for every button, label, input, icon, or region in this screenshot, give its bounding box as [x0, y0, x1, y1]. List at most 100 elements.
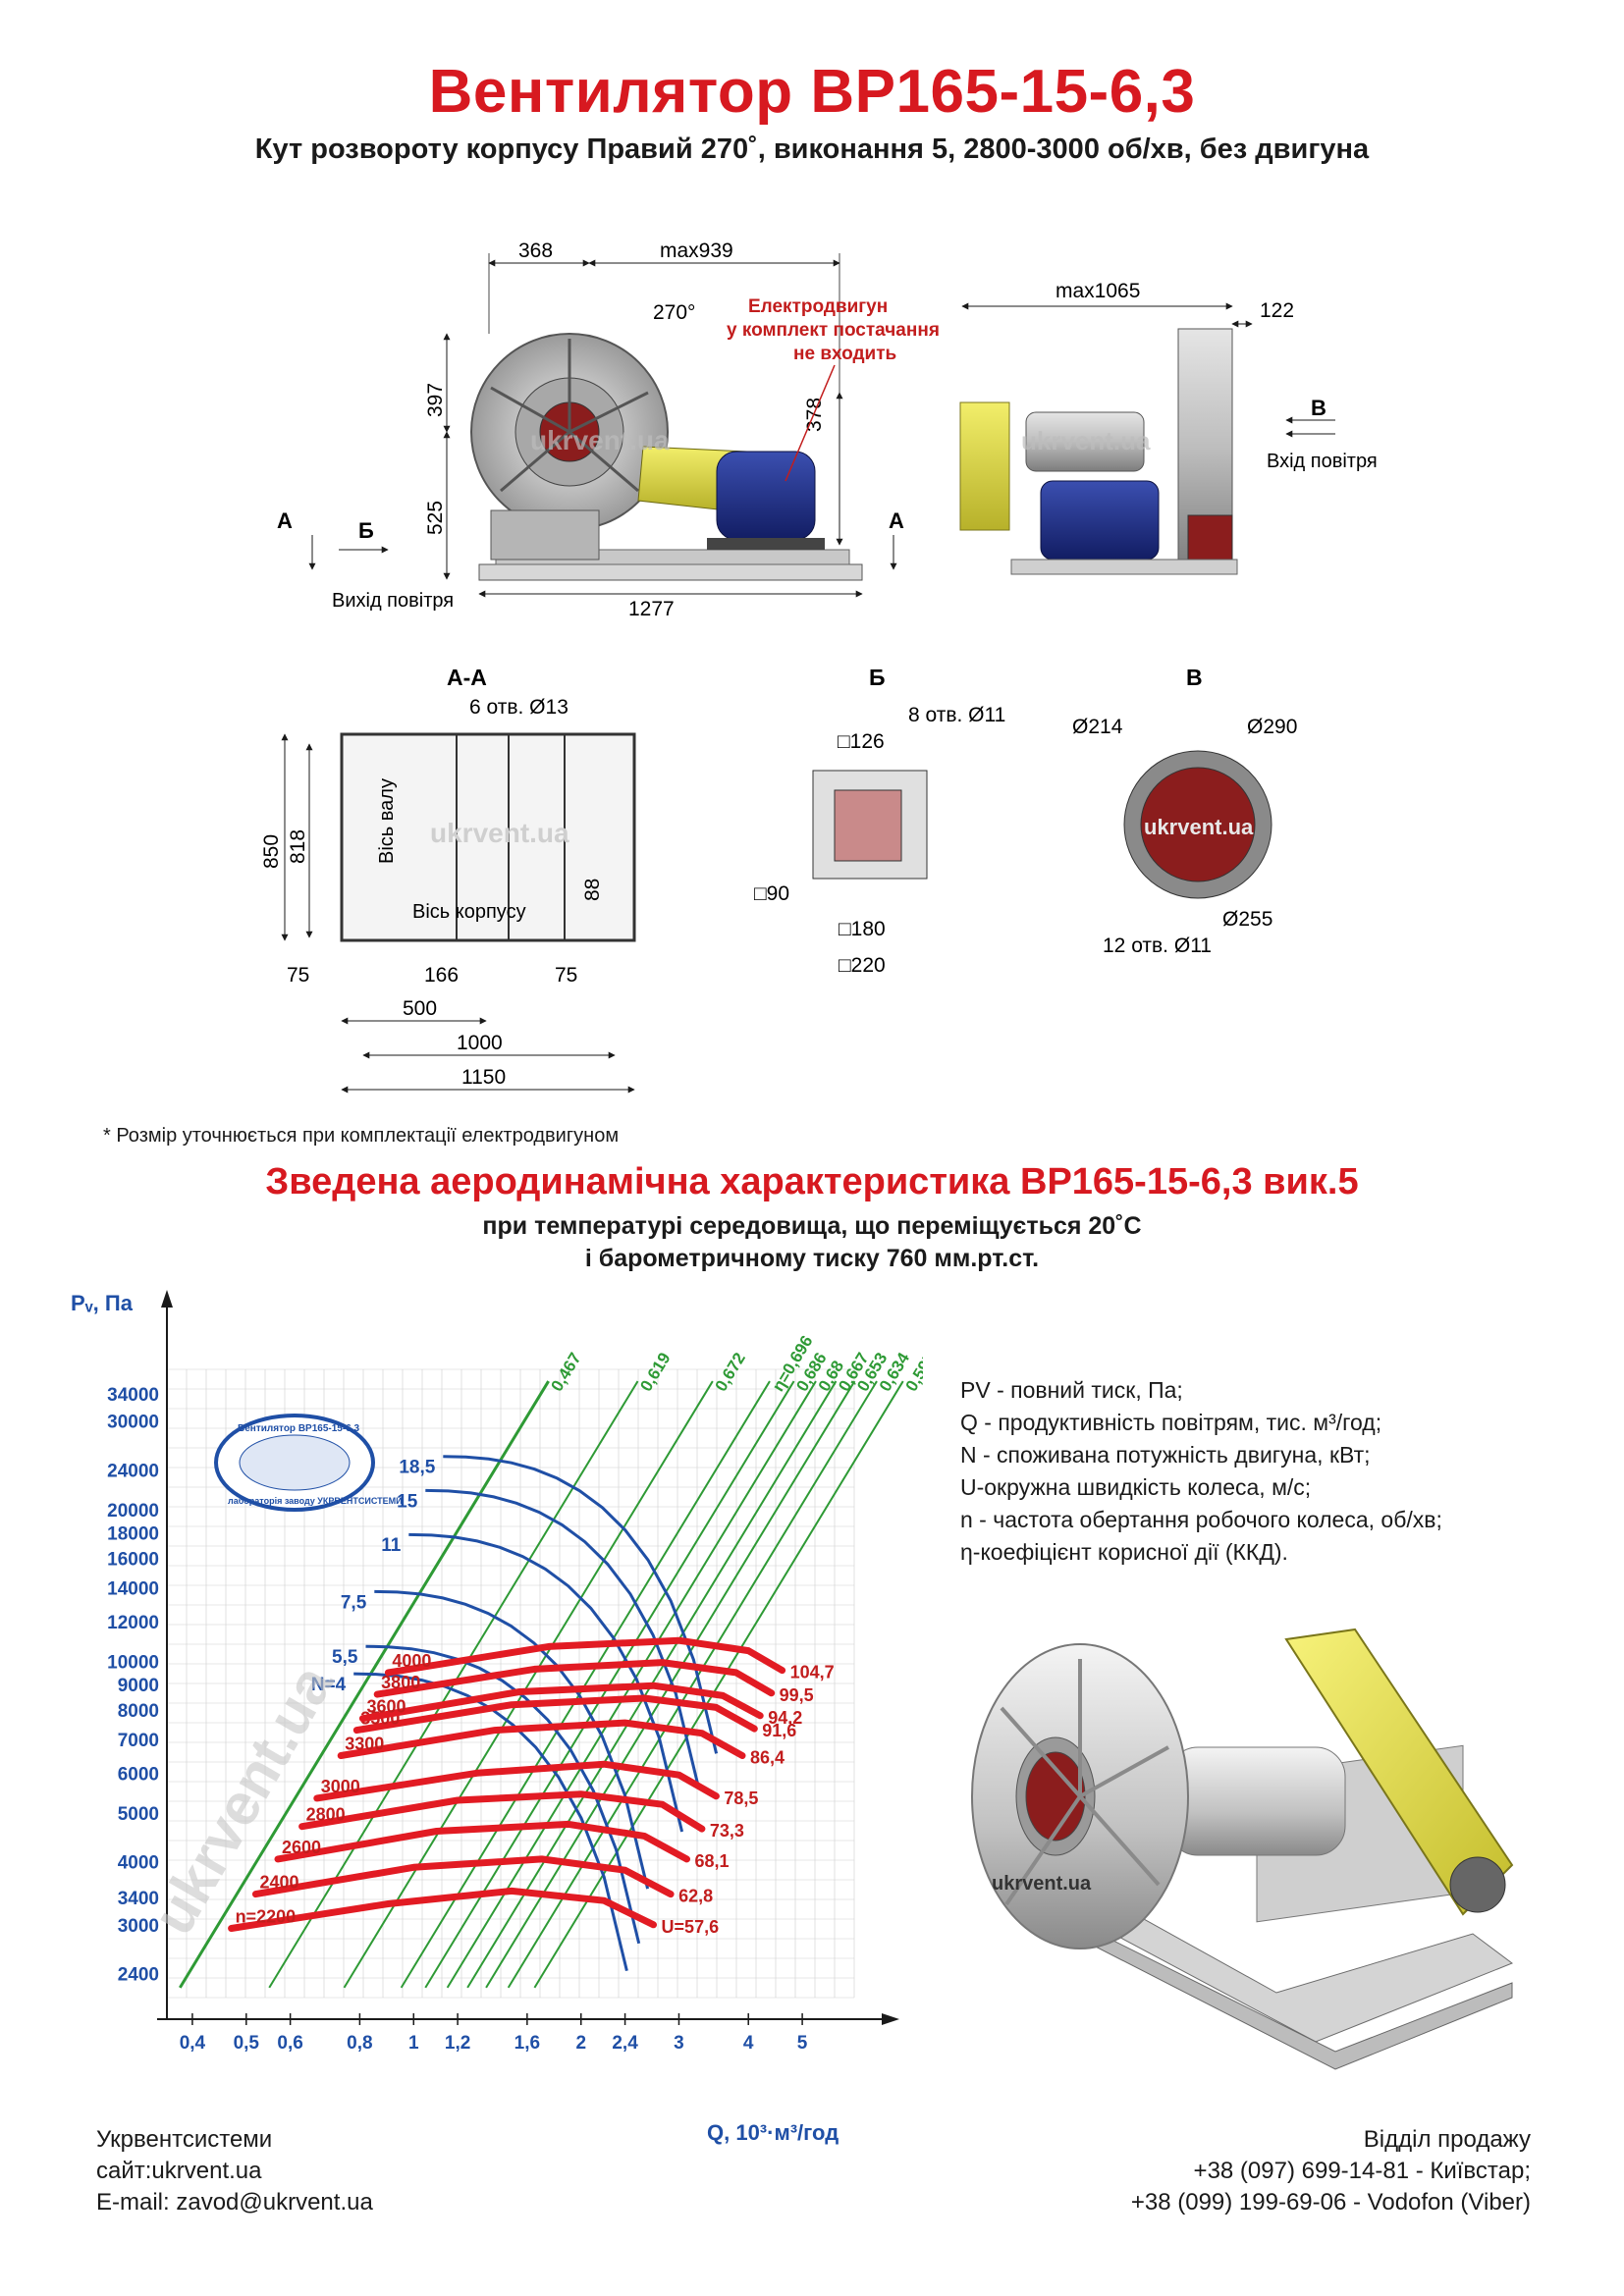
dim-500: 500 — [403, 997, 437, 1020]
y-tick-label: 18000 — [107, 1524, 159, 1545]
x-tick-label: 2 — [575, 2033, 586, 2054]
tip-speed-label: 99,5 — [780, 1685, 814, 1705]
section-aa-title: А-А — [447, 665, 487, 690]
page-subtitle: Кут розвороту корпусу Правий 270˚, викон… — [254, 133, 1370, 165]
tip-speed-label: 91,6 — [762, 1721, 796, 1740]
y-tick-label: 3400 — [118, 1889, 159, 1909]
efficiency-line — [179, 1380, 550, 1989]
speed-curve — [313, 1760, 720, 1802]
speed-curve — [251, 1855, 675, 1898]
d290-label: Ø290 — [1247, 716, 1297, 738]
y-axis-label: Pᵥ, Па — [71, 1291, 134, 1315]
sales-phone-2[interactable]: +38 (099) 199-69-06 - Vodofon (Viber) — [1130, 2189, 1531, 2216]
speed-label: 3600 — [366, 1697, 406, 1717]
power-label: N=4 — [311, 1675, 347, 1695]
base-frame — [478, 563, 863, 581]
dim-90: □90 — [754, 882, 789, 905]
efficiency-line — [400, 1380, 771, 1989]
x-tick-label: 0,6 — [277, 2033, 302, 2054]
dim-368: 368 — [518, 240, 553, 262]
speed-curve — [228, 1887, 657, 1932]
tip-speed-label: 68,1 — [695, 1851, 730, 1871]
dim-818: 818 — [287, 829, 309, 864]
page-title: Вентилятор ВР165-15-6,3 — [428, 58, 1196, 126]
legend-item: n - частота обертання робочого колеса, о… — [960, 1507, 1442, 1532]
legend-item: N - споживана потужність двигуна, кВт; — [960, 1442, 1371, 1468]
inlet-label: Вхід повітря — [1267, 451, 1378, 472]
power-label: 5,5 — [332, 1647, 358, 1668]
speed-label: 4000 — [392, 1651, 431, 1671]
y-tick-label: 30000 — [107, 1413, 159, 1433]
dim-max939: max939 — [660, 240, 733, 262]
speed-label: 3000 — [321, 1777, 360, 1796]
angle-label: 270° — [653, 301, 695, 324]
dim-75-right: 75 — [555, 964, 577, 987]
power-curve — [443, 1455, 719, 1754]
y-tick-label: 9000 — [118, 1676, 159, 1696]
y-tick-label: 4000 — [118, 1853, 159, 1874]
power-label: 11 — [381, 1535, 402, 1556]
y-axis-arrow — [161, 1290, 173, 1308]
tip-speed-label: 73,3 — [710, 1821, 744, 1841]
power-label: 18,5 — [399, 1458, 435, 1478]
efficiency-line — [343, 1380, 714, 1989]
y-tick-label: 7000 — [118, 1731, 159, 1751]
fan-3d-render: ukrvent.ua — [971, 1628, 1514, 2070]
y-tick-label: 24000 — [107, 1461, 159, 1481]
frame-plan — [340, 732, 636, 942]
y-tick-label: 12000 — [107, 1613, 159, 1633]
x-tick-label: 0,4 — [180, 2033, 206, 2054]
power-curve — [408, 1532, 684, 1833]
speed-curve — [274, 1820, 690, 1863]
speed-label: n=2200 — [236, 1907, 297, 1927]
dim-397: 397 — [424, 383, 447, 417]
shaft-axis-label: Вісь валу — [376, 778, 398, 864]
dim-166: 166 — [424, 964, 459, 987]
tip-speed-label: 78,5 — [724, 1789, 758, 1808]
speed-curve — [352, 1694, 758, 1735]
logo-text-1: Вентилятор ВР165-15-6,3 — [238, 1423, 360, 1434]
tip-speed-label: U=57,6 — [662, 1917, 720, 1937]
x-axis-label: Q, 10³·м³/год — [707, 2120, 839, 2145]
dim-122: 122 — [1260, 299, 1294, 322]
x-tick-label: 1 — [408, 2033, 419, 2054]
x-axis-arrow — [882, 2013, 899, 2025]
d255-label: Ø255 — [1222, 908, 1272, 931]
footer-sales: Відділ продажу +38 (097) 699-14-81 - Киї… — [1131, 2124, 1531, 2218]
y-tick-label: 10000 — [107, 1652, 159, 1673]
company-site[interactable]: сайт:ukrvent.ua — [96, 2158, 262, 2184]
speed-curve — [358, 1682, 764, 1723]
view-a-left: А — [277, 508, 293, 533]
body-axis-label: Вісь корпусу — [412, 901, 526, 923]
x-tick-label: 0,8 — [347, 2033, 372, 2054]
view-b-title: Б — [869, 665, 886, 690]
efficiency-line — [485, 1380, 856, 1989]
sales-phone-1[interactable]: +38 (097) 699-14-81 - Київстар; — [1193, 2158, 1531, 2184]
dim-126: □126 — [838, 730, 885, 753]
view-v-title: В — [1186, 665, 1203, 690]
chart-grid — [166, 1368, 855, 1999]
tip-speed-label: 62,8 — [678, 1887, 713, 1906]
speed-label: 2400 — [259, 1873, 298, 1893]
chart-legend: PV - повний тиск, Па; Q - продуктивність… — [960, 1374, 1442, 1569]
aero-title: Зведена аеродинамічна характеристика ВР1… — [265, 1161, 1359, 1202]
y-tick-label: 20000 — [107, 1501, 159, 1522]
watermark: ukrvent.ua — [430, 818, 569, 848]
legend-item: Q - продуктивність повітрям, тис. м³/год… — [960, 1410, 1382, 1435]
logo-text-2: лабораторія заводу УКРВЕНТСИСТЕМИ — [228, 1496, 403, 1506]
speed-curve — [384, 1636, 786, 1677]
company-email[interactable]: E-mail: zavod@ukrvent.ua — [96, 2189, 373, 2216]
x-tick-label: 3 — [674, 2033, 684, 2054]
view-v-label: В — [1311, 396, 1326, 420]
motor-note-1: Електродвигун — [748, 296, 888, 317]
dim-378: 378 — [803, 398, 826, 432]
view-b-holes: 8 отв. Ø11 — [908, 704, 1005, 726]
power-label: 15 — [397, 1491, 418, 1512]
x-tick-label: 2,4 — [612, 2033, 638, 2054]
view-b: Б 8 отв. Ø11 □126 □90 □180 □220 — [754, 665, 1005, 977]
dim-220: □220 — [839, 954, 886, 977]
outlet-label: Вихід повітря — [332, 590, 454, 612]
speed-label: 2800 — [306, 1805, 346, 1825]
speed-curve — [373, 1659, 776, 1698]
